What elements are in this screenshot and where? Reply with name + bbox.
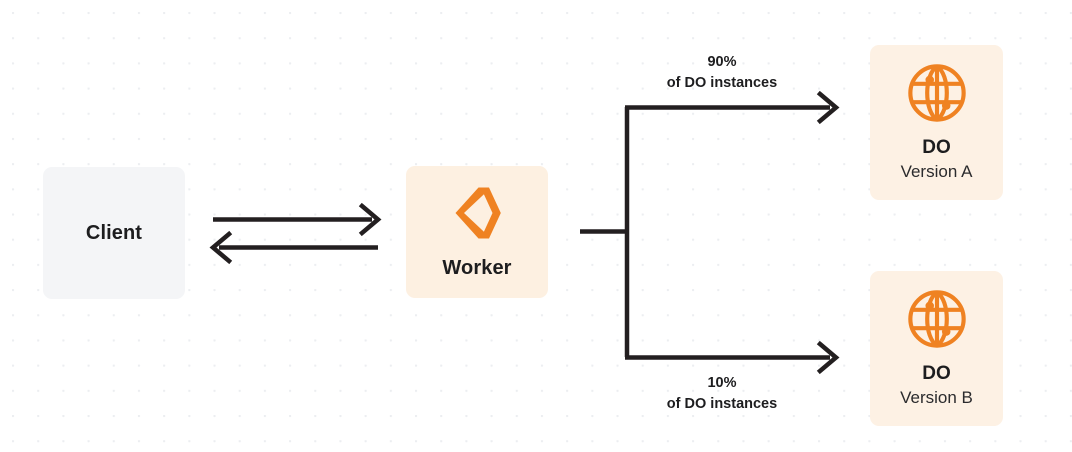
edge-label-do-a-text: of DO instances — [666, 74, 778, 91]
node-do-a-label: DO — [922, 137, 951, 159]
edge-label-do-b-percent: 10% — [707, 375, 737, 391]
edge-label-do-b-text: of DO instances — [666, 395, 778, 412]
node-do-a-version: Version A — [900, 161, 973, 181]
node-do-b-label: DO — [922, 363, 951, 385]
edge-worker-branch-trunk — [580, 107, 630, 357]
node-worker-label: Worker — [442, 257, 512, 279]
edge-label-do-a-percent: 90% — [707, 54, 737, 70]
edge-client-to-worker — [213, 202, 382, 237]
node-client-label: Client — [85, 222, 143, 244]
node-client: Client — [43, 167, 185, 299]
edge-worker-to-client — [209, 230, 378, 265]
durable-object-globe-icon — [906, 288, 968, 350]
node-worker: Worker — [406, 166, 548, 298]
edge-label-do-b: 10% of DO instances — [633, 373, 811, 414]
node-do-b-version: Version B — [900, 387, 973, 407]
edge-label-do-a: 90% of DO instances — [633, 52, 811, 93]
node-do-version-a: DO Version A — [870, 45, 1003, 200]
edge-worker-to-do-a — [625, 90, 840, 125]
edge-worker-to-do-b — [625, 340, 840, 375]
durable-object-globe-icon — [906, 62, 968, 124]
cloudflare-workers-icon — [448, 184, 506, 242]
node-do-version-b: DO Version B — [870, 271, 1003, 426]
